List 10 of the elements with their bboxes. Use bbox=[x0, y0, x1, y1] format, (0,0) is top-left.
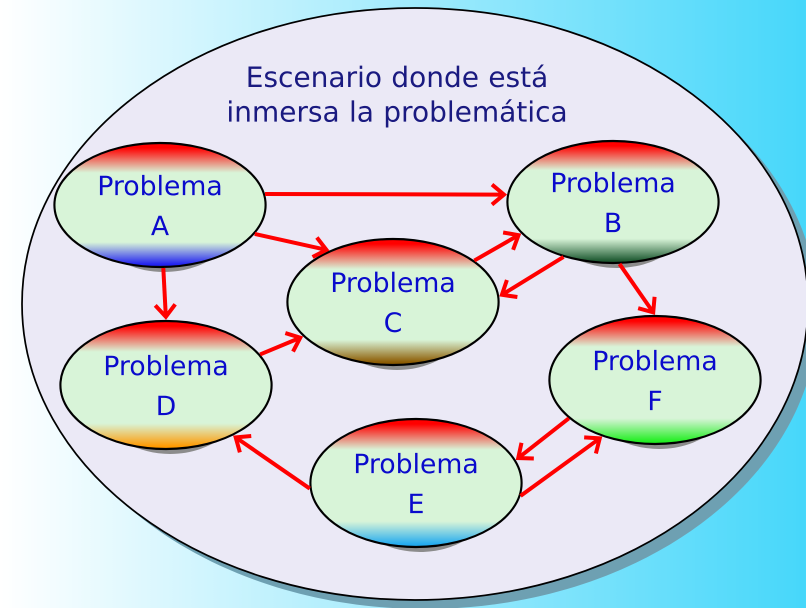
arrow bbox=[473, 230, 522, 262]
arrow bbox=[618, 262, 657, 315]
arrow bbox=[233, 434, 311, 490]
arrow bbox=[254, 232, 330, 259]
arrow bbox=[516, 416, 570, 460]
arrow bbox=[154, 268, 177, 320]
arrow bbox=[259, 331, 304, 356]
arrow bbox=[519, 435, 602, 498]
arrow bbox=[265, 183, 508, 206]
arrow bbox=[499, 255, 565, 300]
